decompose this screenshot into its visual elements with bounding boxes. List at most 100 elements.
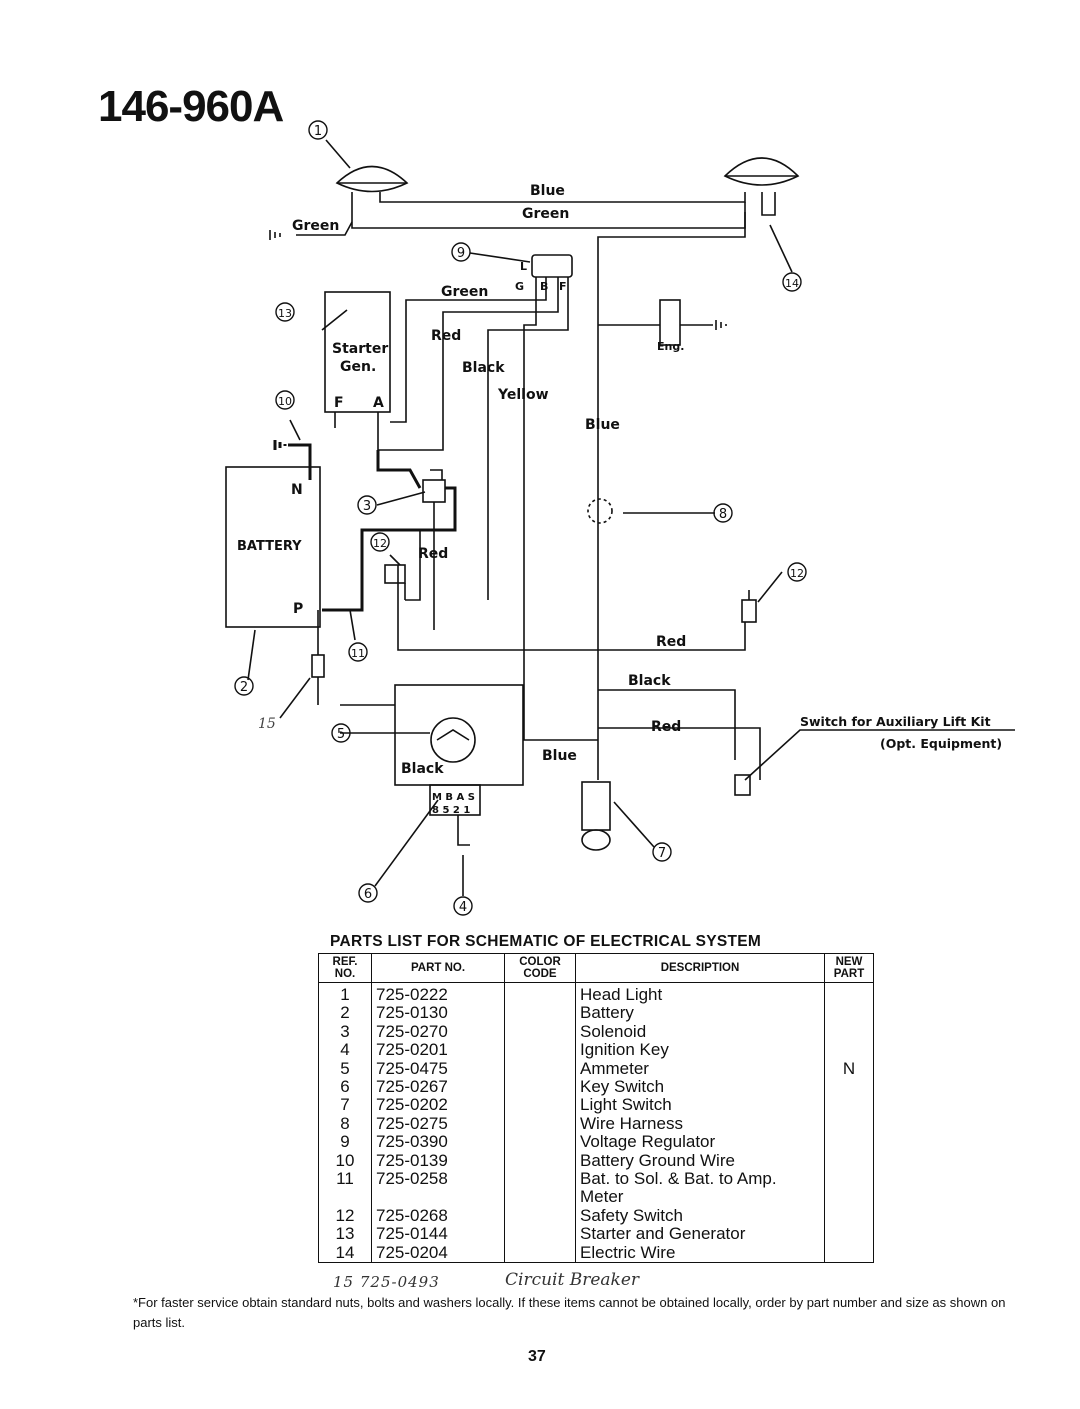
callout-8: 8 (719, 507, 727, 522)
callout-4: 4 (459, 900, 467, 915)
cell-color-code (504, 1059, 576, 1079)
cell-description: Light Switch (575, 1096, 825, 1115)
callout-10: 10 (278, 395, 292, 408)
cell-part-no: 725-0201 (371, 1040, 505, 1060)
page-number: 37 (528, 1348, 546, 1365)
callout-2: 2 (240, 680, 248, 695)
cell-ref: 5 (318, 1059, 372, 1079)
regulator-l-label: L (520, 260, 527, 273)
eng-label: Eng. (657, 340, 684, 353)
wire-label-blue-bottom: Blue (542, 748, 577, 764)
cell-color-code (504, 1170, 576, 1207)
callout-1: 1 (314, 124, 322, 139)
cell-new-part (824, 1151, 874, 1171)
light-switch (581, 781, 611, 831)
cell-part-no: 725-0222 (371, 982, 505, 1005)
wire-label-black-starter: Black (462, 360, 505, 376)
cell-new-part (824, 1225, 874, 1244)
a-terminal-label: A (373, 395, 384, 411)
cell-part-no: 725-0390 (371, 1132, 505, 1152)
wire-label-blue-right: Blue (585, 417, 620, 433)
cell-description: Bat. to Sol. & Bat. to Amp. Meter (575, 1169, 825, 1207)
callout-14: 14 (785, 277, 799, 290)
cell-new-part: N (824, 1059, 874, 1079)
callout-3: 3 (363, 499, 371, 514)
wire-label-red-safety: Red (418, 546, 448, 562)
cell-description: Ammeter (575, 1059, 825, 1079)
model-number: 146-960A (98, 82, 284, 131)
callout-12-right: 12 (790, 567, 804, 580)
starter-label: Starter (332, 341, 388, 357)
cell-new-part (824, 1096, 874, 1115)
wire-label-black-bottom: Black (628, 673, 671, 689)
callout-7: 7 (658, 846, 666, 861)
footnote: *For faster service obtain standard nuts… (133, 1295, 1006, 1330)
cell-color-code (504, 1022, 576, 1042)
cell-new-part (824, 1243, 874, 1264)
cell-part-no: 725-0258 (371, 1169, 505, 1207)
aux-switch-label-2: (Opt. Equipment) (880, 736, 1002, 751)
battery-label: BATTERY (237, 539, 302, 554)
cell-part-no: 725-0130 (371, 1003, 505, 1023)
wire-label-red-starter: Red (431, 328, 461, 344)
callout-9: 9 (457, 246, 465, 261)
cell-part-no: 725-0268 (371, 1206, 505, 1226)
handwritten-ref: 15 (333, 1273, 355, 1291)
regulator-g-label: G (515, 280, 524, 293)
cell-new-part (824, 1114, 874, 1134)
cell-description: Wire Harness (575, 1114, 825, 1134)
cell-description: Starter and Generator (575, 1224, 825, 1244)
cell-color-code (504, 1004, 576, 1023)
gen-label: Gen. (340, 359, 376, 375)
wire-label-green-mid: Green (441, 284, 488, 300)
cell-color-code (504, 1206, 576, 1226)
cell-ref: 4 (318, 1040, 372, 1060)
left-headlight (335, 165, 409, 193)
cell-description: Key Switch (575, 1077, 825, 1097)
starter-generator (324, 291, 391, 413)
header-part: PART NO. (371, 953, 505, 983)
wire-label-green-left: Green (292, 218, 339, 234)
cell-new-part (824, 1022, 874, 1042)
cell-ref: 1 (318, 982, 372, 1005)
callout-11: 11 (351, 647, 365, 660)
regulator-b-label: B (540, 280, 548, 293)
cell-new-part (824, 1041, 874, 1060)
f-terminal-label: F (334, 395, 344, 411)
cell-ref: 7 (318, 1096, 372, 1115)
cell-color-code (504, 982, 576, 1005)
cell-description: Head Light (575, 982, 825, 1005)
cell-ref: 3 (318, 1022, 372, 1042)
cell-part-no: 725-0204 (371, 1243, 505, 1264)
cell-description: Electric Wire (575, 1243, 825, 1264)
wire-label-red-bottom-2: Red (651, 719, 681, 735)
cell-description: Safety Switch (575, 1206, 825, 1226)
cell-description: Battery (575, 1003, 825, 1023)
cell-description: Solenoid (575, 1022, 825, 1042)
cell-color-code (504, 1078, 576, 1097)
parts-table: REF. NO. PART NO. COLOR CODE DESCRIPTION… (318, 953, 874, 1264)
aux-switch-label-1: Switch for Auxiliary Lift Kit (800, 714, 991, 729)
cell-color-code (504, 1041, 576, 1060)
cell-part-no: 725-0275 (371, 1114, 505, 1134)
battery (225, 466, 321, 628)
cell-description: Battery Ground Wire (575, 1151, 825, 1171)
wire-label-green-top: Green (522, 206, 569, 222)
wire-label-yellow: Yellow (497, 387, 549, 403)
wire-label-black-ammeter: Black (401, 761, 444, 777)
parts-list-title: PARTS LIST FOR SCHEMATIC OF ELECTRICAL S… (330, 933, 762, 950)
voltage-regulator (531, 254, 573, 278)
cell-part-no: 725-0475 (371, 1059, 505, 1079)
key-switch-top-label: M B A S (432, 792, 475, 803)
right-headlight (723, 157, 800, 186)
cell-part-no: 725-0144 (371, 1224, 505, 1244)
p-terminal-label: P (293, 601, 303, 617)
cell-ref: 14 (318, 1243, 372, 1264)
